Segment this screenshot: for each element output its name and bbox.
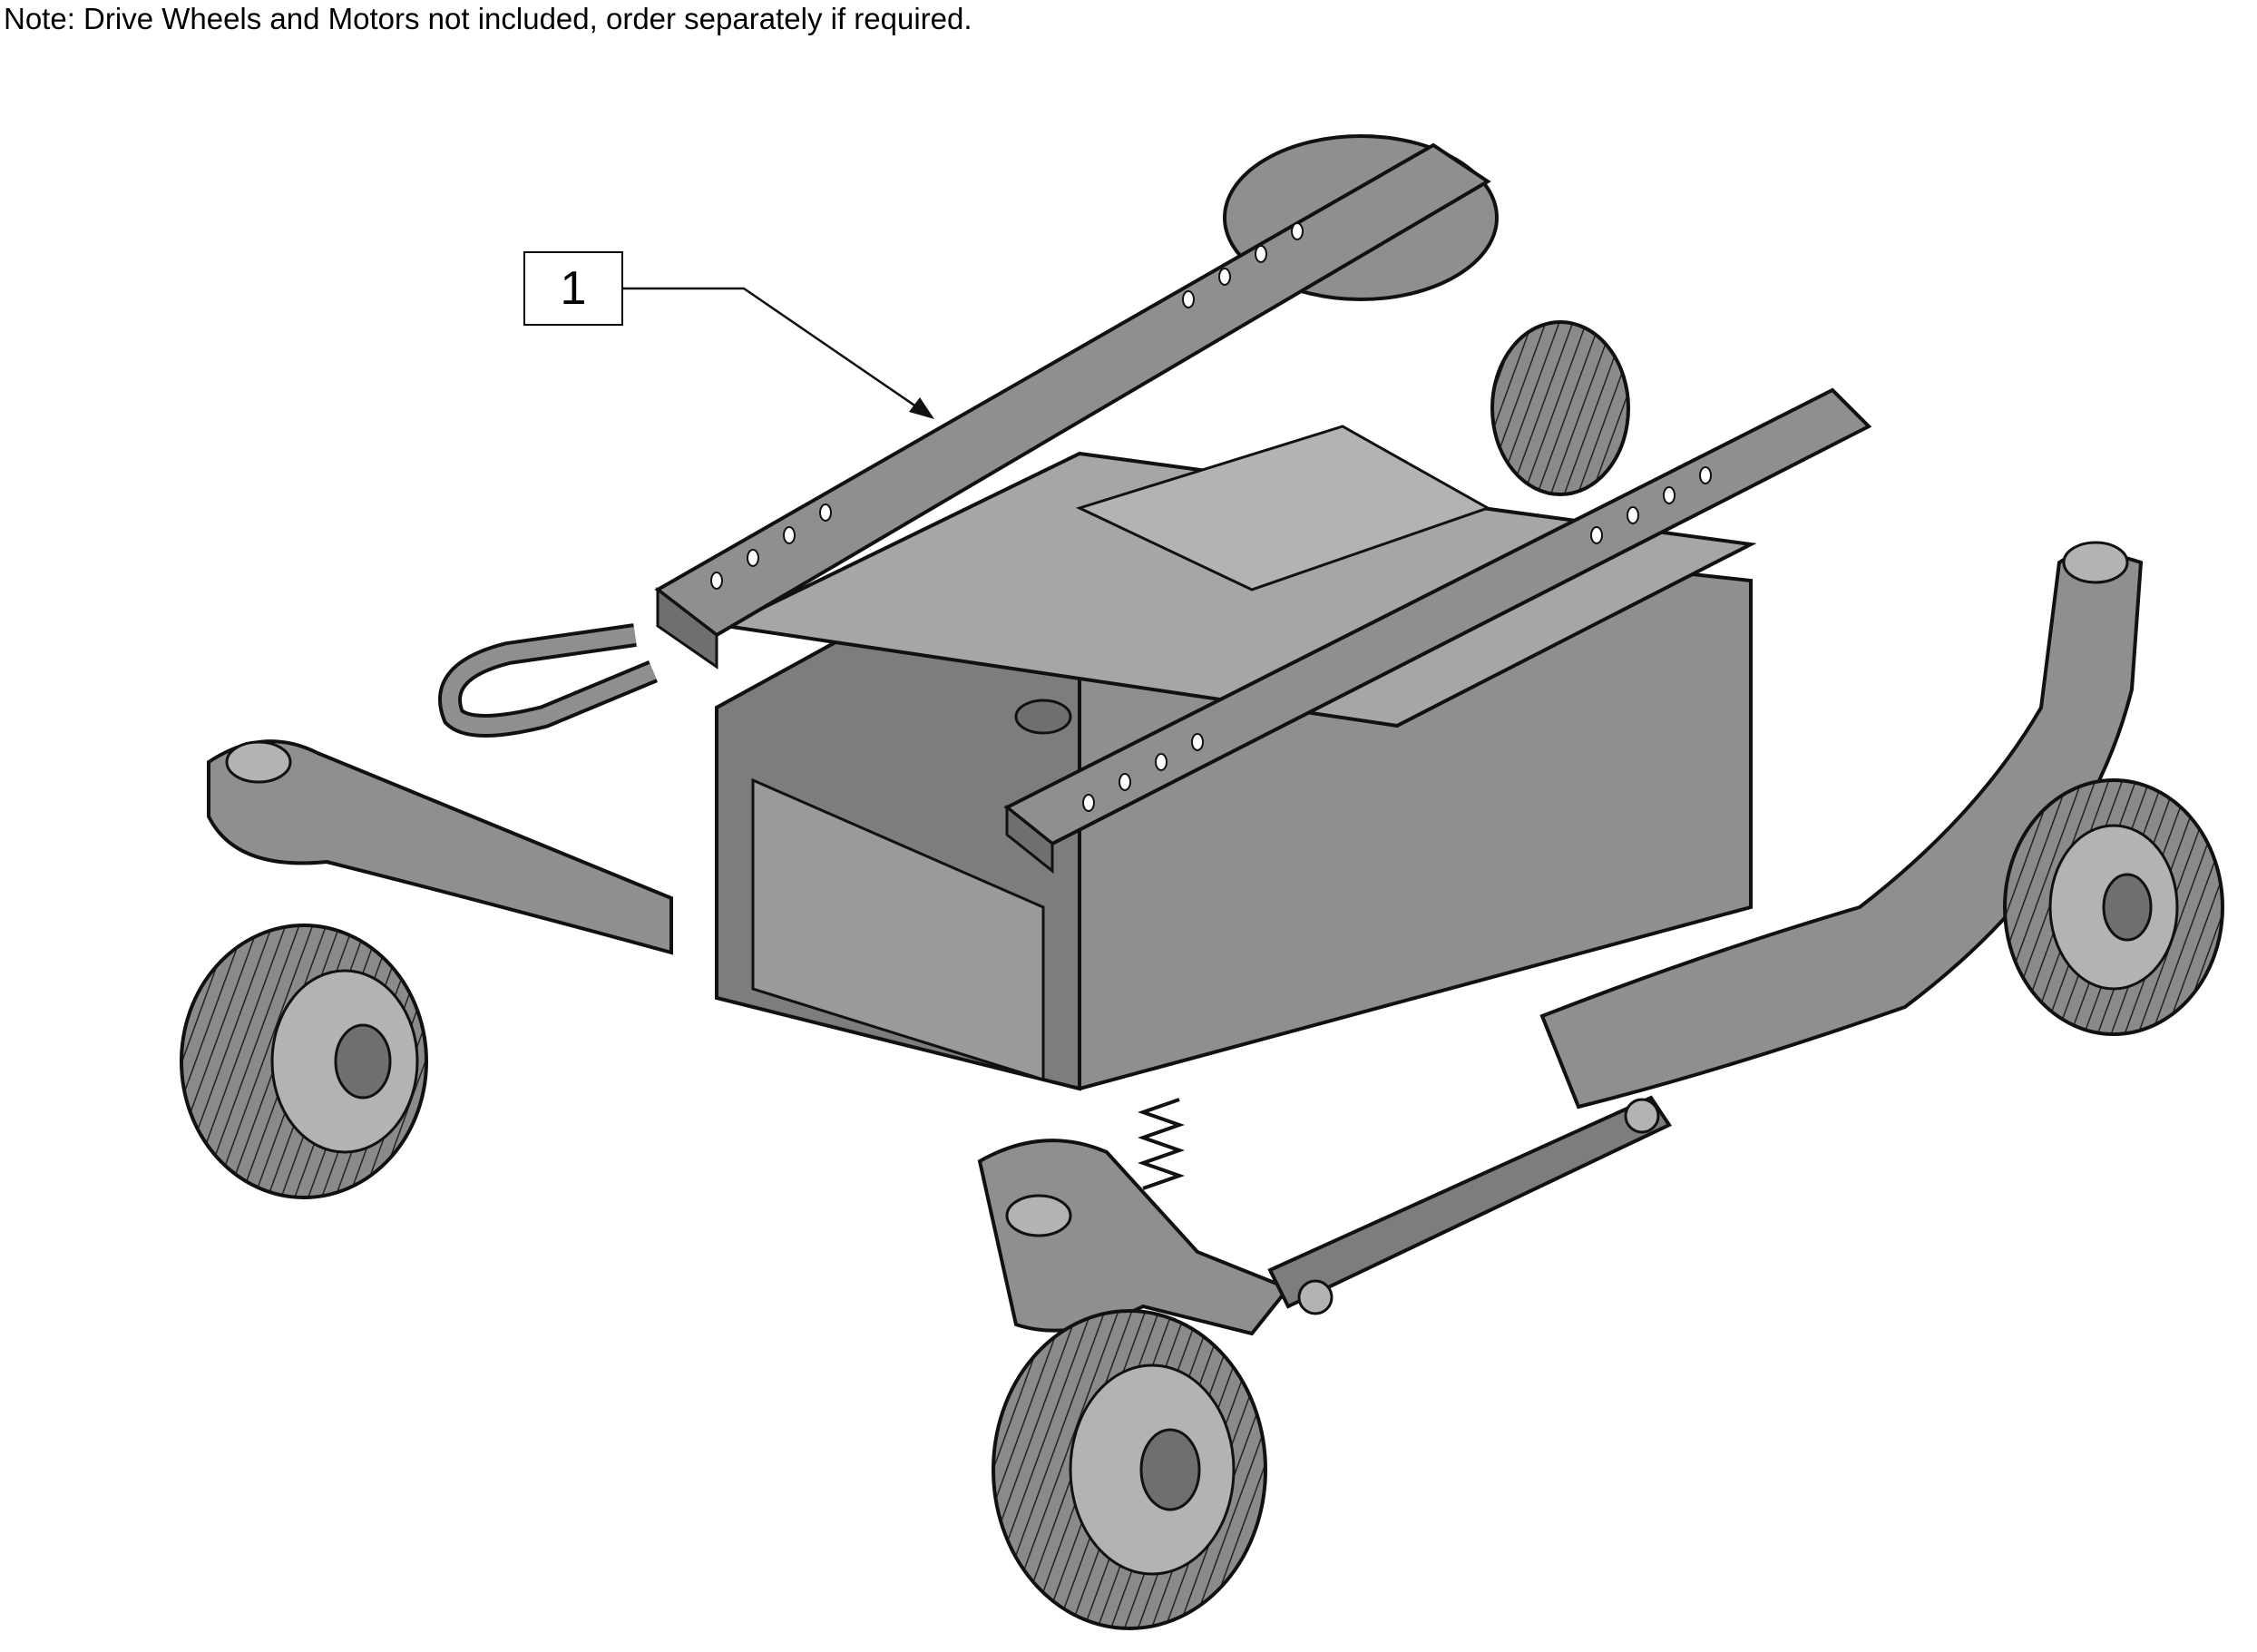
- callout-1: 1: [523, 251, 623, 326]
- callout-leader-arrow: [623, 287, 934, 419]
- caster-arm-front: [977, 1139, 1292, 1336]
- caster-arm-left: [207, 739, 673, 955]
- chassis-box: [715, 425, 1757, 1091]
- seat-rail-right: [1003, 387, 1872, 875]
- handle-loop: [438, 623, 658, 738]
- page-note: Note: Drive Wheels and Motors not includ…: [4, 2, 972, 35]
- seat-rail-left: [654, 142, 1491, 670]
- rail-holes: [710, 222, 1712, 812]
- caster-wheel-right: [2003, 778, 2224, 1036]
- suspension-spring: [1137, 1098, 1186, 1190]
- caster-wheel-left: [180, 924, 428, 1199]
- rear-right-wheel: [1490, 320, 1630, 496]
- caster-arm-right: [1539, 541, 2144, 1109]
- link-bar: [1267, 1095, 1672, 1315]
- caster-wheel-front: [992, 1309, 1267, 1630]
